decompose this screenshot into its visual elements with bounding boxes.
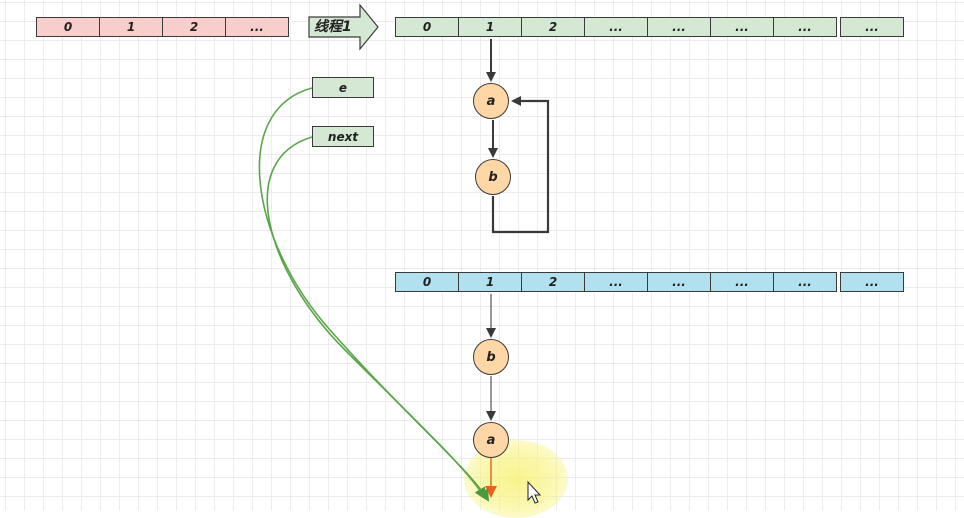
new-table-cell: ... xyxy=(710,272,774,292)
thread1-table-cell: 1 xyxy=(458,17,522,37)
new-table-cell: ... xyxy=(584,272,648,292)
e-pointer-curve xyxy=(258,87,490,502)
new-table-cell: 0 xyxy=(395,272,459,292)
thread-arrow-shape xyxy=(308,3,379,51)
old-table-cell: 2 xyxy=(162,17,226,37)
new-table-cell: ... xyxy=(840,272,904,292)
thread1-table-cell: ... xyxy=(647,17,711,37)
variable-e-box: e xyxy=(312,77,374,98)
thread1-table-cell: 0 xyxy=(395,17,459,37)
new-table-cell: ... xyxy=(773,272,837,292)
thread1-table-cell: ... xyxy=(840,17,904,37)
thread1-table-cell: ... xyxy=(710,17,774,37)
new-node-b: b xyxy=(473,339,509,375)
thread1-table-cell: ... xyxy=(773,17,837,37)
thread1-table-cell: 2 xyxy=(521,17,585,37)
mouse-cursor-icon xyxy=(527,480,542,504)
new-table-cell: 2 xyxy=(521,272,585,292)
thread1-node-b: b xyxy=(475,159,511,195)
thread-arrow-label: 线程1 xyxy=(314,19,352,35)
new-table-cell: 1 xyxy=(458,272,522,292)
variable-next-box: next xyxy=(312,126,374,147)
old-table-cell: ... xyxy=(225,17,289,37)
thread1-node-a: a xyxy=(473,83,509,119)
thread1-b-to-a-cycle-arrow xyxy=(491,96,550,234)
next-pointer-curve xyxy=(266,136,487,500)
new-table-cell: ... xyxy=(647,272,711,292)
old-table-cell: 0 xyxy=(36,17,100,37)
old-table-cell: 1 xyxy=(99,17,163,37)
new-node-a: a xyxy=(473,422,509,458)
thread1-table-cell: ... xyxy=(584,17,648,37)
